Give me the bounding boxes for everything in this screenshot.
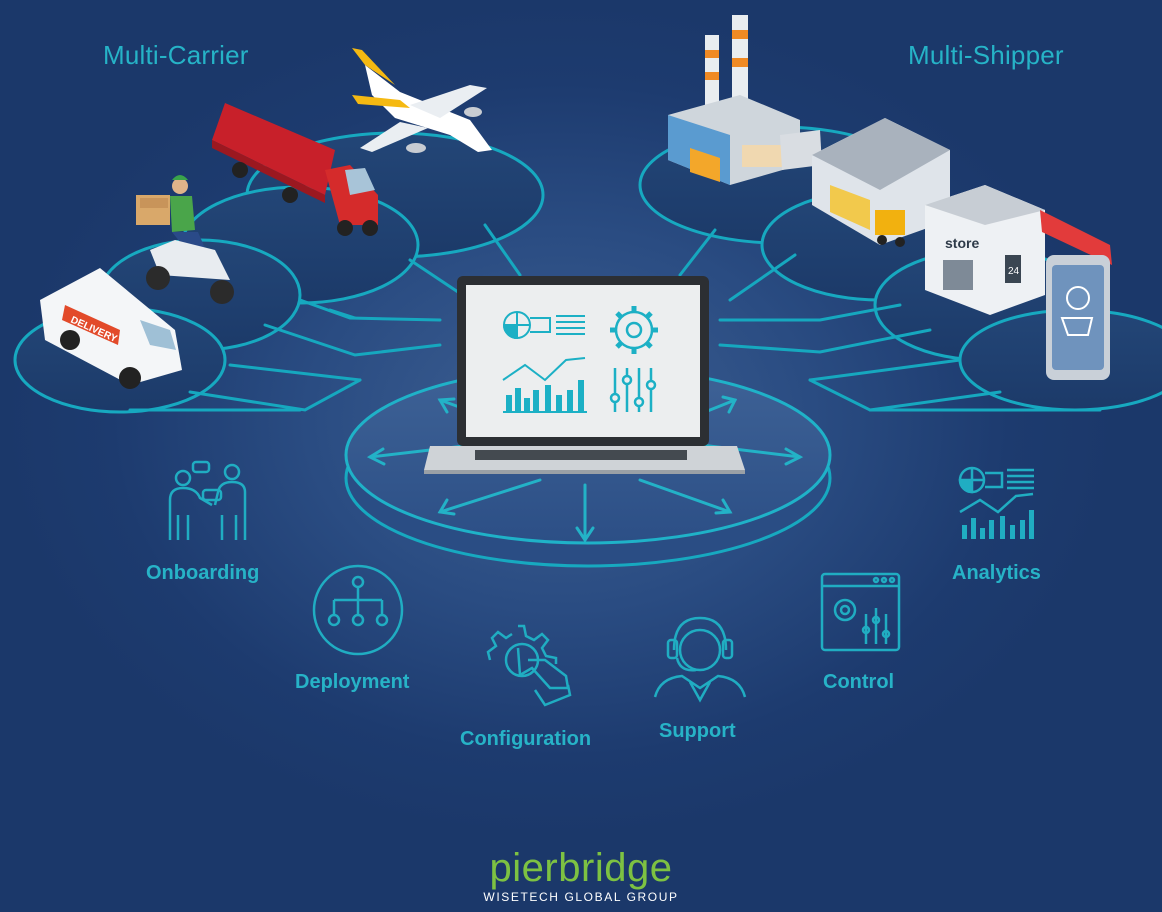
onboarding-icon <box>168 460 247 540</box>
onboarding-label: Onboarding <box>146 562 260 584</box>
gear-icon <box>610 306 658 354</box>
multi-shipper-title: Multi-Shipper <box>908 40 1064 70</box>
control-label: Control <box>823 671 895 693</box>
analytics-icon <box>958 466 1034 539</box>
analytics-label: Analytics <box>952 562 1041 584</box>
truck-icon <box>212 103 378 236</box>
configuration-label: Configuration <box>460 728 592 750</box>
brand-logo: pierbridge WISETECH GLOBAL GROUP <box>0 848 1162 904</box>
factory-icon <box>668 15 822 185</box>
multi-carrier-title: Multi-Carrier <box>103 40 249 70</box>
store-icon: store 24 <box>925 185 1045 315</box>
sliders-icon <box>609 368 657 412</box>
mobile-shop-icon <box>1040 210 1112 380</box>
network-lines <box>128 223 1102 412</box>
store-hours: 24 <box>1008 266 1020 277</box>
headset-icon <box>653 616 747 703</box>
delivery-van-icon: DELIVERY <box>40 268 182 389</box>
brand-name: pierbridge <box>489 846 673 890</box>
deployment-label: Deployment <box>295 671 410 693</box>
airplane-icon <box>352 48 492 153</box>
hierarchy-icon <box>312 564 404 656</box>
dashboard-icon <box>502 311 585 340</box>
control-panel-icon <box>820 572 901 652</box>
line-bar-chart-icon <box>502 357 587 413</box>
warehouse-icon <box>812 118 950 247</box>
gear-hand-icon <box>486 624 572 707</box>
brand-tagline: WISETECH GLOBAL GROUP <box>483 890 679 904</box>
support-label: Support <box>659 720 736 742</box>
store-sign: store <box>945 235 979 251</box>
scooter-courier-icon <box>136 175 234 304</box>
